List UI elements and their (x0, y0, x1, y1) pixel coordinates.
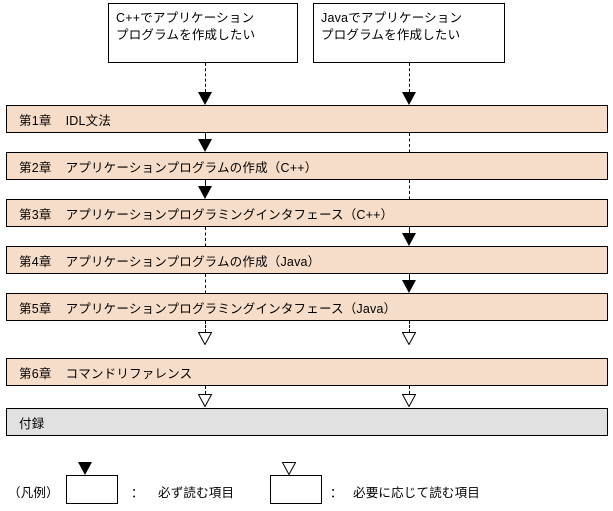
arrow-filled-java-to-chapter-1 (402, 92, 416, 105)
legend-caption: （凡例） (8, 486, 59, 500)
legend-box-required (66, 475, 118, 504)
arrow-filled-java-to-chapter-5 (402, 280, 416, 293)
chapter-bar-2-title: アプリケーションプログラムの作成（C++） (65, 160, 318, 175)
entry-box-java-line-2: プログラムを作成したい (321, 28, 461, 42)
chapter-bar-2-number: 第2章 (19, 160, 52, 175)
connector-cpp-seg-5-6 (205, 321, 206, 332)
chapter-bar-3[interactable]: 第3章アプリケーションプログラミングインタフェース（C++） (6, 199, 608, 227)
chapter-bar-4-title: アプリケーションプログラムの作成（Java） (65, 254, 321, 269)
connector-cpp-seg-2-3 (205, 180, 206, 186)
arrow-hollow-cpp-to-chapter-6 (198, 332, 212, 345)
chapter-bar-6-title: コマンドリファレンス (65, 366, 193, 381)
connector-java-seg-5-6 (409, 321, 410, 332)
appendix-bar-title: 付録 (19, 416, 45, 431)
connector-java-seg-4-5 (409, 274, 410, 280)
chapter-bar-1[interactable]: 第1章 IDL文法 (6, 105, 608, 133)
entry-box-cpp: C++でアプリケーション プログラムを作成したい (108, 3, 298, 63)
arrow-filled-cpp-to-chapter-3 (198, 186, 212, 199)
chapter-bar-1-title: IDL文法 (65, 113, 112, 128)
legend-hollow-triangle-icon (282, 462, 296, 475)
connector-java-seg-3-4 (409, 227, 410, 233)
connector-cpp-seg-1-2 (205, 133, 206, 139)
chapter-bar-4-number: 第4章 (19, 254, 52, 269)
connector-java-seg-6-apx (409, 386, 410, 394)
legend-label-optional: 必要に応じて読む項目 (353, 486, 481, 500)
chapter-bar-3-number: 第3章 (19, 207, 52, 222)
connector-cpp-seg-6-apx (205, 386, 206, 394)
arrow-filled-cpp-to-chapter-1 (198, 92, 212, 105)
arrow-hollow-cpp-to-appendix (198, 394, 212, 407)
chapter-bar-5-title: アプリケーションプログラミングインタフェース（Java） (65, 301, 397, 316)
entry-box-cpp-line-1: C++でアプリケーション (116, 11, 255, 25)
chapter-bar-4[interactable]: 第4章アプリケーションプログラムの作成（Java） (6, 246, 608, 274)
connector-java-seg-entry (409, 63, 410, 92)
chapter-bar-1-number: 第1章 (19, 113, 52, 128)
entry-box-java: Javaでアプリケーション プログラムを作成したい (313, 3, 505, 63)
legend: （凡例） ： 必ず読む項目 ： 必要に応じて読む項目 (0, 455, 613, 511)
chapter-bar-5-number: 第5章 (19, 301, 52, 316)
arrow-filled-java-to-chapter-4 (402, 233, 416, 246)
appendix-bar[interactable]: 付録 (6, 408, 608, 436)
entry-box-java-line-1: Javaでアプリケーション (321, 11, 463, 25)
legend-filled-triangle-icon (78, 462, 92, 475)
connector-java-seg-1-2 (409, 133, 410, 158)
connector-cpp-seg-entry (205, 63, 206, 92)
connector-cpp-seg-3-4 (205, 227, 206, 252)
chapter-bar-3-title: アプリケーションプログラミングインタフェース（C++） (65, 207, 394, 222)
chapter-bar-6-number: 第6章 (19, 366, 52, 381)
entry-box-cpp-line-2: プログラムを作成したい (116, 28, 256, 42)
connector-cpp-seg-4-5 (205, 274, 206, 299)
legend-label-required: 必ず読む項目 (158, 486, 235, 500)
chapter-bar-2[interactable]: 第2章アプリケーションプログラムの作成（C++） (6, 152, 608, 180)
legend-separator-optional: ： (330, 486, 343, 500)
arrow-hollow-java-to-chapter-6 (402, 332, 416, 345)
chapter-bar-6[interactable]: 第6章コマンドリファレンス (6, 358, 608, 386)
arrow-filled-cpp-to-chapter-2 (198, 139, 212, 152)
arrow-hollow-java-to-appendix (402, 394, 416, 407)
legend-box-optional (270, 475, 322, 504)
legend-separator-required: ： (131, 486, 144, 500)
connector-java-seg-2-3 (409, 180, 410, 205)
chapter-bar-5[interactable]: 第5章アプリケーションプログラミングインタフェース（Java） (6, 293, 608, 321)
